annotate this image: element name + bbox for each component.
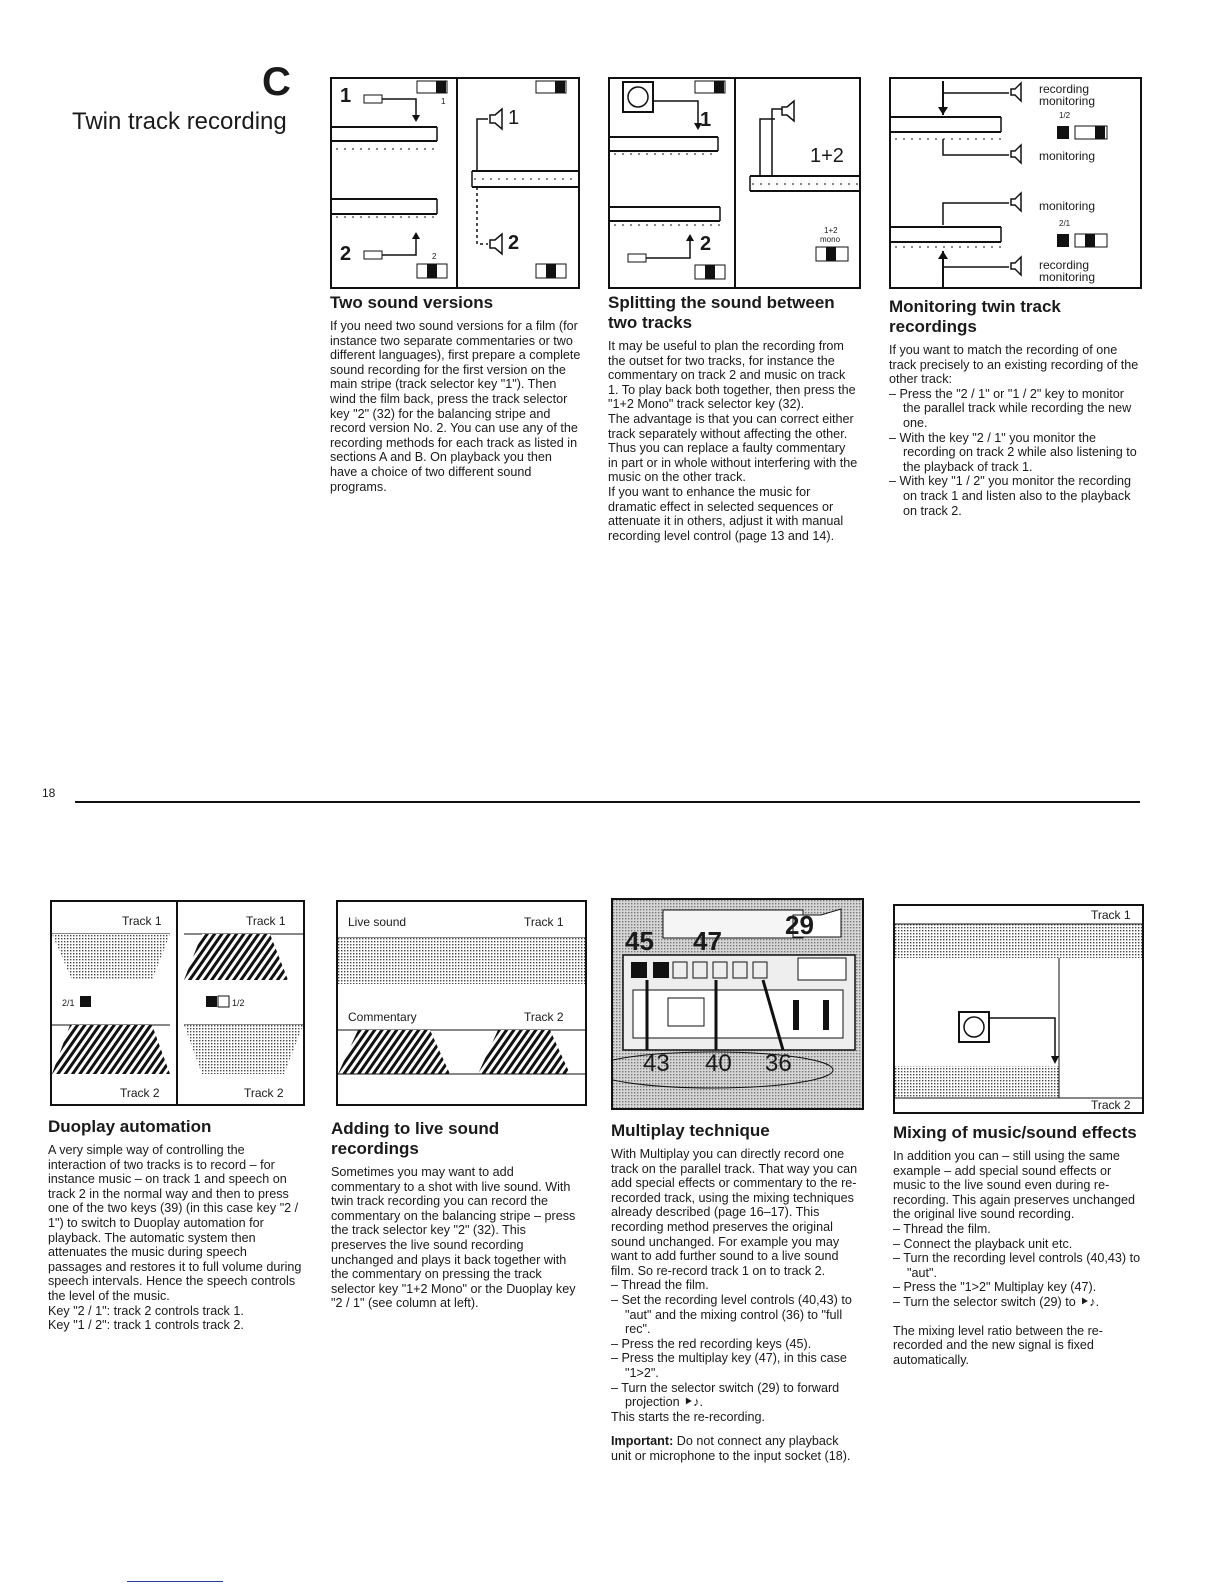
page-divider — [75, 801, 1140, 803]
fig3-monitoring-1: monitoring — [1039, 94, 1096, 108]
fig3-monitoring-2: monitoring — [1039, 149, 1096, 163]
fig6-n36: 36 — [765, 1050, 792, 1077]
monitoring-item: With key "1 / 2" you monitor the recordi… — [889, 474, 1141, 518]
fig5-live-label: Live sound — [348, 915, 407, 929]
two-sound-versions-body: If you need two sound versions for a fil… — [330, 319, 581, 494]
fig2-label-mix: 1+2 — [810, 145, 844, 167]
section-letter: C — [262, 60, 291, 104]
mixing-body: In addition you can – still using the sa… — [893, 1149, 1135, 1222]
heading-mixing: Mixing of music/sound effects — [893, 1123, 1137, 1142]
live-sound-body: Sometimes you may want to add commentary… — [331, 1165, 576, 1311]
multiplay-body: With Multiplay you can directly record o… — [611, 1147, 858, 1278]
fig5-track1: Track 1 — [524, 915, 564, 929]
duoplay-key-a: Key "2 / 1": track 2 controls track 1. — [48, 1303, 244, 1318]
heading-live-sound: Adding to live sound recordings — [331, 1119, 500, 1158]
important-text: Do not connect any playback unit or micr… — [611, 1434, 851, 1463]
mixing-item: Turn the recording level controls (40,43… — [893, 1251, 1143, 1280]
splitting-para-1: It may be useful to plan the recording f… — [608, 339, 856, 412]
duoplay-body: A very simple way of controlling the int… — [48, 1143, 302, 1303]
mixing-item: Press the "1>2" Multiplay key (47). — [893, 1280, 1143, 1295]
multiplay-item: Press the red recording keys (45). — [611, 1337, 861, 1352]
fig6-n43: 43 — [643, 1050, 670, 1077]
fig2-label-1: 1 — [700, 109, 712, 131]
two-sound-versions-section: Two sound versions If you need two sound… — [330, 293, 582, 494]
monitoring-intro: If you want to match the recording of on… — [889, 343, 1139, 387]
figure-mixing: Track 1 Track 2 — [893, 904, 1144, 1114]
fig2-mono-bottom: mono — [820, 235, 841, 244]
live-sound-section: Adding to live sound recordings Sometime… — [331, 1119, 581, 1311]
mixing-outro: The mixing level ratio between the re-re… — [893, 1323, 1103, 1367]
fig6-n47: 47 — [693, 926, 722, 956]
fig4-key-b: 1/2 — [232, 998, 245, 1008]
mixing-item: Turn the selector switch (29) to ⯈♪. — [893, 1295, 1143, 1310]
multiplay-item: Turn the selector switch (29) to forward… — [611, 1381, 861, 1410]
heading-multiplay: Multiplay technique — [611, 1121, 770, 1140]
figure-live-sound: Live sound Track 1 Commentary Track 2 — [336, 900, 587, 1106]
fig6-n40: 40 — [705, 1050, 732, 1077]
fig1-key-1: 1 — [441, 97, 446, 106]
heading-duoplay: Duoplay automation — [48, 1117, 212, 1136]
mixing-item: Thread the film. — [893, 1222, 1143, 1237]
fig1-key-2: 2 — [432, 252, 437, 261]
fig3-key-a: 1/2 — [1059, 111, 1071, 120]
multiplay-section: Multiplay technique With Multiplay you c… — [611, 1121, 861, 1463]
monitoring-section: Monitoring twin track recordings If you … — [889, 297, 1141, 518]
figure-duoplay: Track 1 Track 1 2/1 1/2 Track 2 Track 2 — [50, 900, 305, 1106]
fig4-track1-a: Track 1 — [122, 914, 162, 928]
fig3-recording-2: recording — [1039, 258, 1090, 272]
multiplay-outro: This starts the re-recording. — [611, 1409, 765, 1424]
mixing-item: Connect the playback unit etc. — [893, 1237, 1143, 1252]
monitoring-item: Press the "2 / 1" or "1 / 2" key to moni… — [889, 387, 1141, 431]
fig4-key-a: 2/1 — [62, 998, 75, 1008]
important-label: Important: — [611, 1434, 674, 1449]
duoplay-key-b: Key "1 / 2": track 1 controls track 2. — [48, 1318, 244, 1333]
figure-two-sound-versions: 1 2 1 2 1 2 — [330, 77, 580, 289]
scan-edge-line — [127, 1581, 223, 1582]
fig3-monitoring-3: monitoring — [1039, 199, 1096, 213]
multiplay-item: Press the multiplay key (47), in this ca… — [611, 1351, 861, 1380]
fig3-recording-1: recording — [1039, 82, 1090, 96]
heading-two-sound-versions: Two sound versions — [330, 293, 494, 312]
fig2-mono-top: 1+2 — [824, 226, 838, 235]
fig7-track1: Track 1 — [1091, 908, 1131, 922]
fig3-monitoring-4: monitoring — [1039, 270, 1096, 284]
fig6-n45: 45 — [625, 926, 654, 956]
fig4-track2-a: Track 2 — [120, 1086, 160, 1100]
fig1-label-2: 2 — [340, 243, 352, 265]
section-title: Twin track recording — [72, 108, 287, 135]
mixing-section: Mixing of music/sound effects In additio… — [893, 1123, 1143, 1367]
fig4-track2-b: Track 2 — [244, 1086, 284, 1100]
heading-splitting: Splitting the sound between two tracks — [608, 293, 835, 332]
fig1-label-1: 1 — [340, 85, 352, 107]
heading-monitoring: Monitoring twin track recordings — [889, 297, 1061, 336]
splitting-section: Splitting the sound between two tracks I… — [608, 293, 858, 543]
figure-multiplay-photo: 45 47 29 43 40 36 — [611, 898, 864, 1110]
figure-splitting: 1 2 1+2 1+2 mono — [608, 77, 861, 289]
fig1-speaker-2: 2 — [508, 232, 520, 254]
multiplay-item: Thread the film. — [611, 1278, 861, 1293]
fig5-commentary-label: Commentary — [348, 1010, 417, 1024]
multiplay-item: Set the recording level controls (40,43)… — [611, 1293, 861, 1337]
fig7-track2: Track 2 — [1091, 1098, 1131, 1112]
fig1-speaker-1: 1 — [508, 107, 520, 129]
duoplay-section: Duoplay automation A very simple way of … — [48, 1117, 303, 1333]
fig5-track2: Track 2 — [524, 1010, 564, 1024]
page-number: 18 — [42, 786, 56, 800]
fig4-track1-b: Track 1 — [246, 914, 286, 928]
monitoring-item: With the key "2 / 1" you monitor the rec… — [889, 431, 1141, 475]
splitting-para-2: The advantage is that you can correct ei… — [608, 411, 858, 485]
fig2-label-2: 2 — [700, 233, 712, 255]
fig6-n29: 29 — [785, 910, 814, 940]
splitting-para-3: If you want to enhance the music for dra… — [608, 484, 844, 543]
figure-monitoring: recording monitoring 1/2 monitoring moni… — [889, 77, 1142, 289]
fig3-key-b: 2/1 — [1059, 219, 1071, 228]
